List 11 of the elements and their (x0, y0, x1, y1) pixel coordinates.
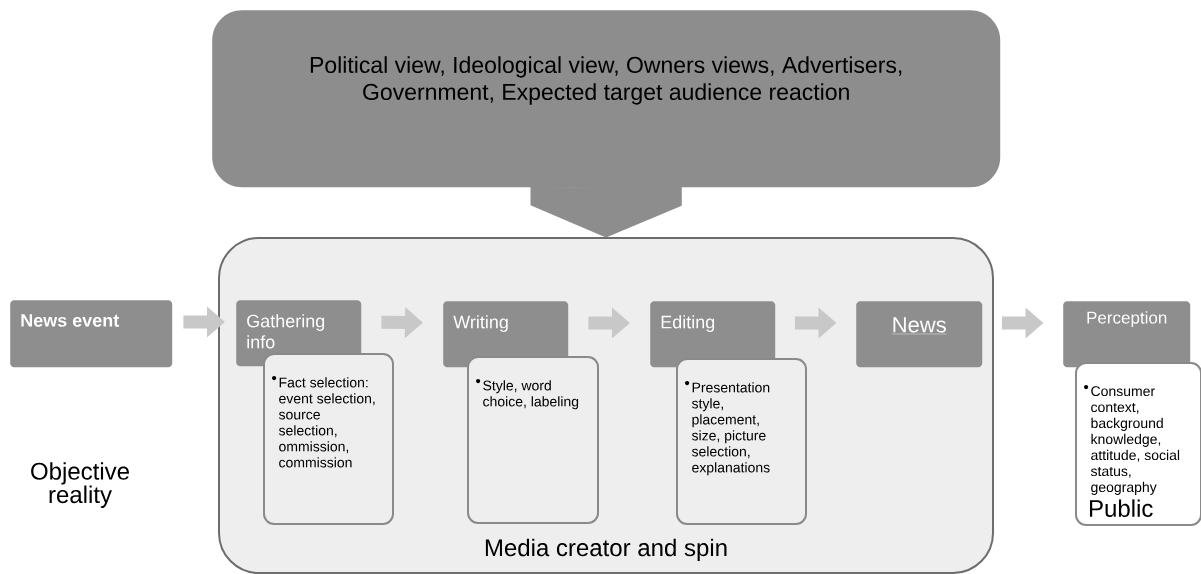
process-box: News event (10, 300, 173, 368)
influence-box: Political view, Ideological view, Owners views, Advertisers, Government, Expected target audience reaction (212, 10, 1001, 188)
block-arrow (530, 186, 682, 238)
bullet-box: Presentation style, placement, size, picture selection, explanations (676, 358, 807, 525)
bullet-box: Fact selection: event selection, source selection, ommission, commission (263, 353, 394, 525)
process-box: Editing (650, 301, 776, 368)
bullet-box: Style, word choice, labeling (467, 356, 599, 524)
bullet-box: Consumer context, background knowledge, attitude, social status, geography Public (1075, 362, 1201, 526)
side-label: Objective reality (31, 462, 129, 508)
process-box: Perception (1063, 301, 1191, 368)
process-box: News (856, 301, 983, 368)
